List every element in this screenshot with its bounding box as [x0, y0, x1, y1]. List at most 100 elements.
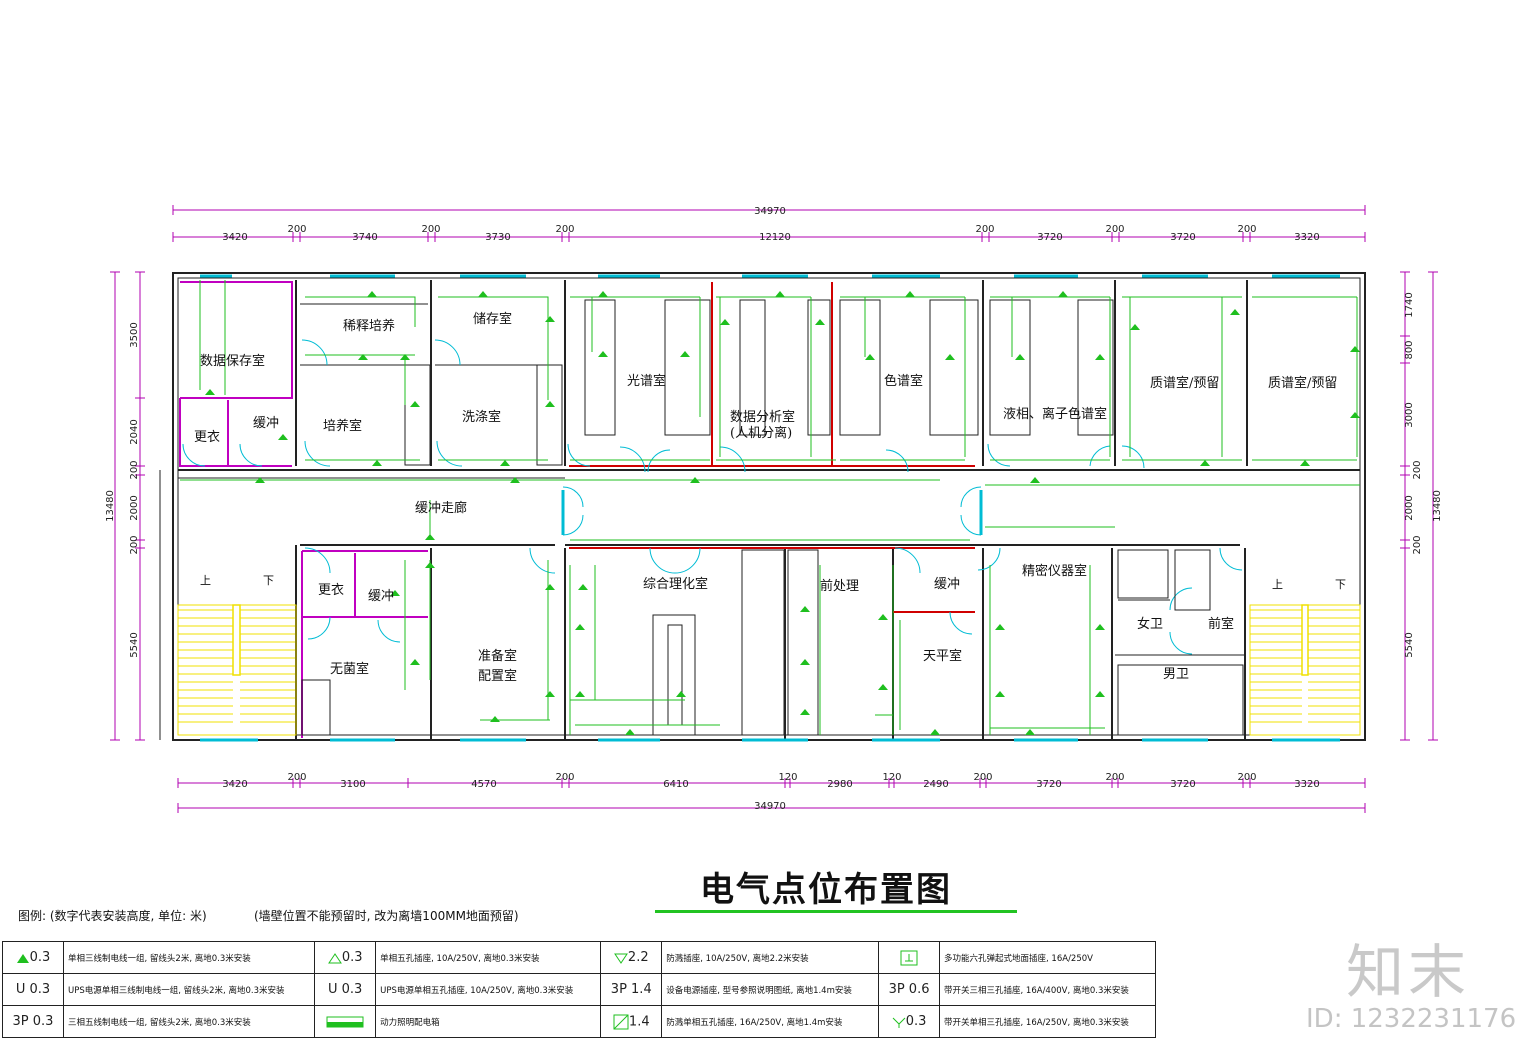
legend-row: 3P 0.3 三相五线制电线一组, 留线头2米, 离地0.3米安装 动力照明配电…: [2, 1005, 1156, 1038]
svg-text:200: 200: [1105, 772, 1124, 783]
legend-desc: 设备电源插座, 型号参照说明图纸, 离地1.4m安装: [661, 973, 880, 1006]
svg-text:4570: 4570: [471, 779, 496, 790]
distribution-box-icon: [314, 1005, 377, 1038]
svg-text:200: 200: [287, 224, 306, 235]
svg-text:200: 200: [421, 224, 440, 235]
svg-text:3720: 3720: [1037, 232, 1062, 243]
svg-text:2000: 2000: [129, 495, 140, 520]
dim-bottom-overall: 34970: [754, 801, 786, 812]
svg-text:200: 200: [973, 772, 992, 783]
room-general-lab: 综合理化室: [643, 576, 708, 592]
room-data-storage: 数据保存室: [200, 353, 265, 369]
room-washing: 洗涤室: [462, 409, 501, 425]
svg-text:13480: 13480: [1432, 490, 1443, 522]
legend-row: U 0.3 UPS电源单相三线制电线一组, 留线头2米, 离地0.3米安装 U …: [2, 973, 1156, 1006]
legend-row: 0.3 单相三线制电线一组, 留线头2米, 离地0.3米安装 0.3 单相五孔插…: [2, 941, 1156, 974]
svg-text:2980: 2980: [827, 779, 852, 790]
room-changing-2: 更衣: [318, 582, 344, 598]
svg-text:200: 200: [129, 535, 140, 554]
room-chromatography: 色谱室: [884, 373, 923, 389]
clean-room-partitions: [179, 281, 428, 738]
dim-top-overall: 34970: [754, 206, 786, 217]
room-labels: 数据保存室 稀释培养 储存室 光谱室 数据分析室 (人机分离) 色谱室 液相、离…: [194, 311, 1346, 684]
legend-desc: 多功能六孔弹起式地面插座, 16A/250V: [939, 941, 1156, 974]
svg-text:3720: 3720: [1170, 232, 1195, 243]
room-culture: 培养室: [323, 418, 362, 434]
room-data-analysis: 数据分析室: [730, 409, 795, 425]
stair-down-left: 下: [263, 574, 274, 587]
door-swings: [182, 339, 1243, 655]
svg-text:2000: 2000: [1404, 495, 1415, 520]
room-liquid-ion: 液相、离子色谱室: [1003, 406, 1107, 422]
stair-down-right: 下: [1335, 578, 1346, 591]
legend-desc: 带开关单相三孔插座, 16A/250V, 离地0.3米安装: [939, 1005, 1156, 1038]
windows: [200, 274, 1340, 742]
legend-symbol: 1.4: [600, 1005, 663, 1038]
svg-text:5540: 5540: [129, 632, 140, 657]
legend-symbol: U 0.3: [2, 973, 64, 1006]
svg-text:800: 800: [1404, 340, 1415, 359]
svg-text:200: 200: [1237, 224, 1256, 235]
legend-symbol: 3P 0.6: [878, 973, 941, 1006]
stairs: [177, 604, 1361, 736]
glass-partitions: [569, 282, 975, 613]
svg-text:3740: 3740: [352, 232, 377, 243]
svg-text:3420: 3420: [222, 232, 247, 243]
room-sterile: 无菌室: [330, 661, 369, 677]
legend-symbol: 0.3: [2, 941, 64, 974]
legend-intro: 图例: (数字代表安装高度, 单位: 米): [18, 909, 207, 923]
watermark-logo: 知末: [1346, 938, 1471, 1006]
room-spectroscopy: 光谱室: [627, 373, 666, 389]
legend-desc: UPS电源单相五孔插座, 10A/250V, 离地0.3米安装: [375, 973, 602, 1006]
svg-text:2040: 2040: [129, 419, 140, 444]
svg-text:3720: 3720: [1170, 779, 1195, 790]
room-prep: 准备室: [478, 648, 517, 664]
svg-text:1740: 1740: [1404, 292, 1415, 317]
drawing-title: 电气点位布置图: [700, 870, 952, 910]
room-anteroom: 前室: [1208, 616, 1234, 632]
legend-desc: 动力照明配电箱: [375, 1005, 602, 1038]
legend-desc: 三相五线制电线一组, 留线头2米, 离地0.3米安装: [62, 1005, 316, 1038]
svg-text:3320: 3320: [1294, 232, 1319, 243]
stair-up-right: 上: [1272, 578, 1283, 591]
svg-text:200: 200: [975, 224, 994, 235]
legend-desc: 带开关三相三孔插座, 16A/400V, 离地0.3米安装: [939, 973, 1156, 1006]
svg-text:200: 200: [555, 772, 574, 783]
legend-symbol: U 0.3: [314, 973, 377, 1006]
legend-table: 0.3 单相三线制电线一组, 留线头2米, 离地0.3米安装 0.3 单相五孔插…: [2, 941, 1156, 1038]
title-underline: [655, 910, 1017, 913]
room-mass-spec-1: 质谱室/预留: [1150, 375, 1219, 391]
room-pretreatment: 前处理: [820, 578, 859, 594]
svg-text:5540: 5540: [1404, 632, 1415, 657]
outlet-markers: [205, 291, 1360, 735]
svg-text:200: 200: [1412, 535, 1423, 554]
room-corridor: 缓冲走廊: [415, 500, 467, 516]
room-data-analysis-note: (人机分离): [730, 425, 792, 441]
legend-symbol: 3P 0.3: [2, 1005, 64, 1038]
stair-up-left: 上: [200, 574, 211, 587]
svg-text:120: 120: [778, 772, 797, 783]
room-precision: 精密仪器室: [1022, 563, 1087, 579]
legend-desc: 防溅单相五孔插座, 16A/250V, 离地1.4m安装: [661, 1005, 880, 1038]
legend-symbol: 0.3: [314, 941, 377, 974]
svg-text:3500: 3500: [129, 322, 140, 347]
legend-symbol: 2.2: [600, 941, 663, 974]
legend-symbol: 3P 1.4: [600, 973, 663, 1006]
room-buffer-1: 缓冲: [253, 416, 279, 431]
room-buffer-2: 缓冲: [368, 589, 394, 604]
svg-text:120: 120: [882, 772, 901, 783]
svg-text:200: 200: [1412, 460, 1423, 479]
room-changing-1: 更衣: [194, 429, 220, 445]
floor-socket-icon: [878, 941, 941, 974]
svg-text:3720: 3720: [1036, 779, 1061, 790]
svg-text:6410: 6410: [663, 779, 688, 790]
svg-text:200: 200: [1237, 772, 1256, 783]
room-buffer-3: 缓冲: [934, 577, 960, 592]
svg-text:3420: 3420: [222, 779, 247, 790]
lab-benches: [301, 299, 1244, 736]
svg-text:200: 200: [287, 772, 306, 783]
svg-text:200: 200: [129, 460, 140, 479]
room-balance: 天平室: [923, 648, 962, 664]
room-storage: 储存室: [473, 311, 512, 327]
